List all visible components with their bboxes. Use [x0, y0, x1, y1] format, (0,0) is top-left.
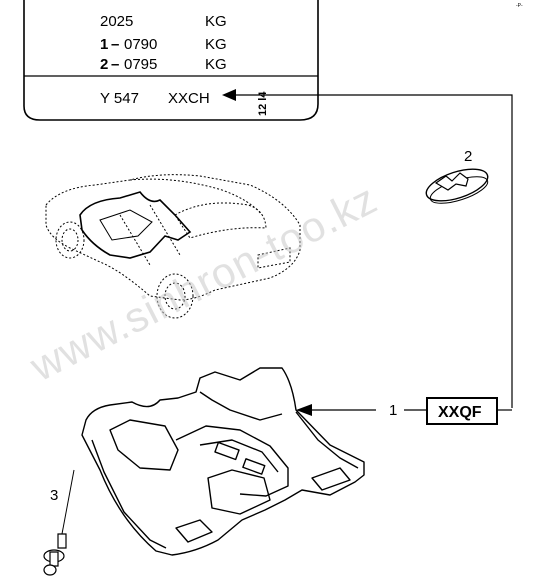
- weight-unit-3: KG: [205, 56, 227, 73]
- leader-line-to-trim-code: [222, 89, 513, 408]
- callout-number-3: 3: [50, 487, 58, 504]
- weight-code-0795: 0795: [124, 56, 157, 73]
- pin-shank: [57, 533, 67, 549]
- label-panel: 2025 KG 1 – 0790 KG 2 – 0795 KG Y 547 XX…: [23, 0, 319, 121]
- watermark-text: www.sinhron-too.kz: [22, 175, 385, 391]
- rotated-code: 12 l4: [257, 91, 269, 116]
- weight-code-0790: 0790: [124, 36, 157, 53]
- model-code: Y 547: [100, 90, 139, 107]
- car-silhouette: [45, 174, 301, 319]
- trim-code: XXCH: [168, 90, 210, 107]
- clip-stem: [434, 172, 469, 191]
- callout-number-2: 2: [464, 148, 472, 165]
- part-code-box: [426, 397, 498, 425]
- row-dash-1: –: [111, 36, 119, 53]
- callout-1-arrowhead: [296, 404, 312, 416]
- callout-number-1: 1: [389, 402, 397, 419]
- row-prefix-2: 2: [100, 56, 108, 73]
- row-dash-2: –: [111, 56, 119, 73]
- row-prefix-1: 1: [100, 36, 108, 53]
- leader-arrowhead: [222, 89, 236, 101]
- weight-code-2025: 2025: [100, 13, 133, 30]
- weight-unit-2: KG: [205, 36, 227, 53]
- weight-unit-1: KG: [205, 13, 227, 30]
- label-panel-outline: [23, 0, 319, 121]
- clip-part: [425, 168, 489, 204]
- part-code-xxqf: XXQF: [438, 404, 482, 421]
- car-floor-outline: [79, 191, 192, 259]
- corner-mark: -P-: [516, 3, 523, 9]
- push-pin-part: [43, 469, 75, 576]
- floor-mat: [81, 367, 365, 556]
